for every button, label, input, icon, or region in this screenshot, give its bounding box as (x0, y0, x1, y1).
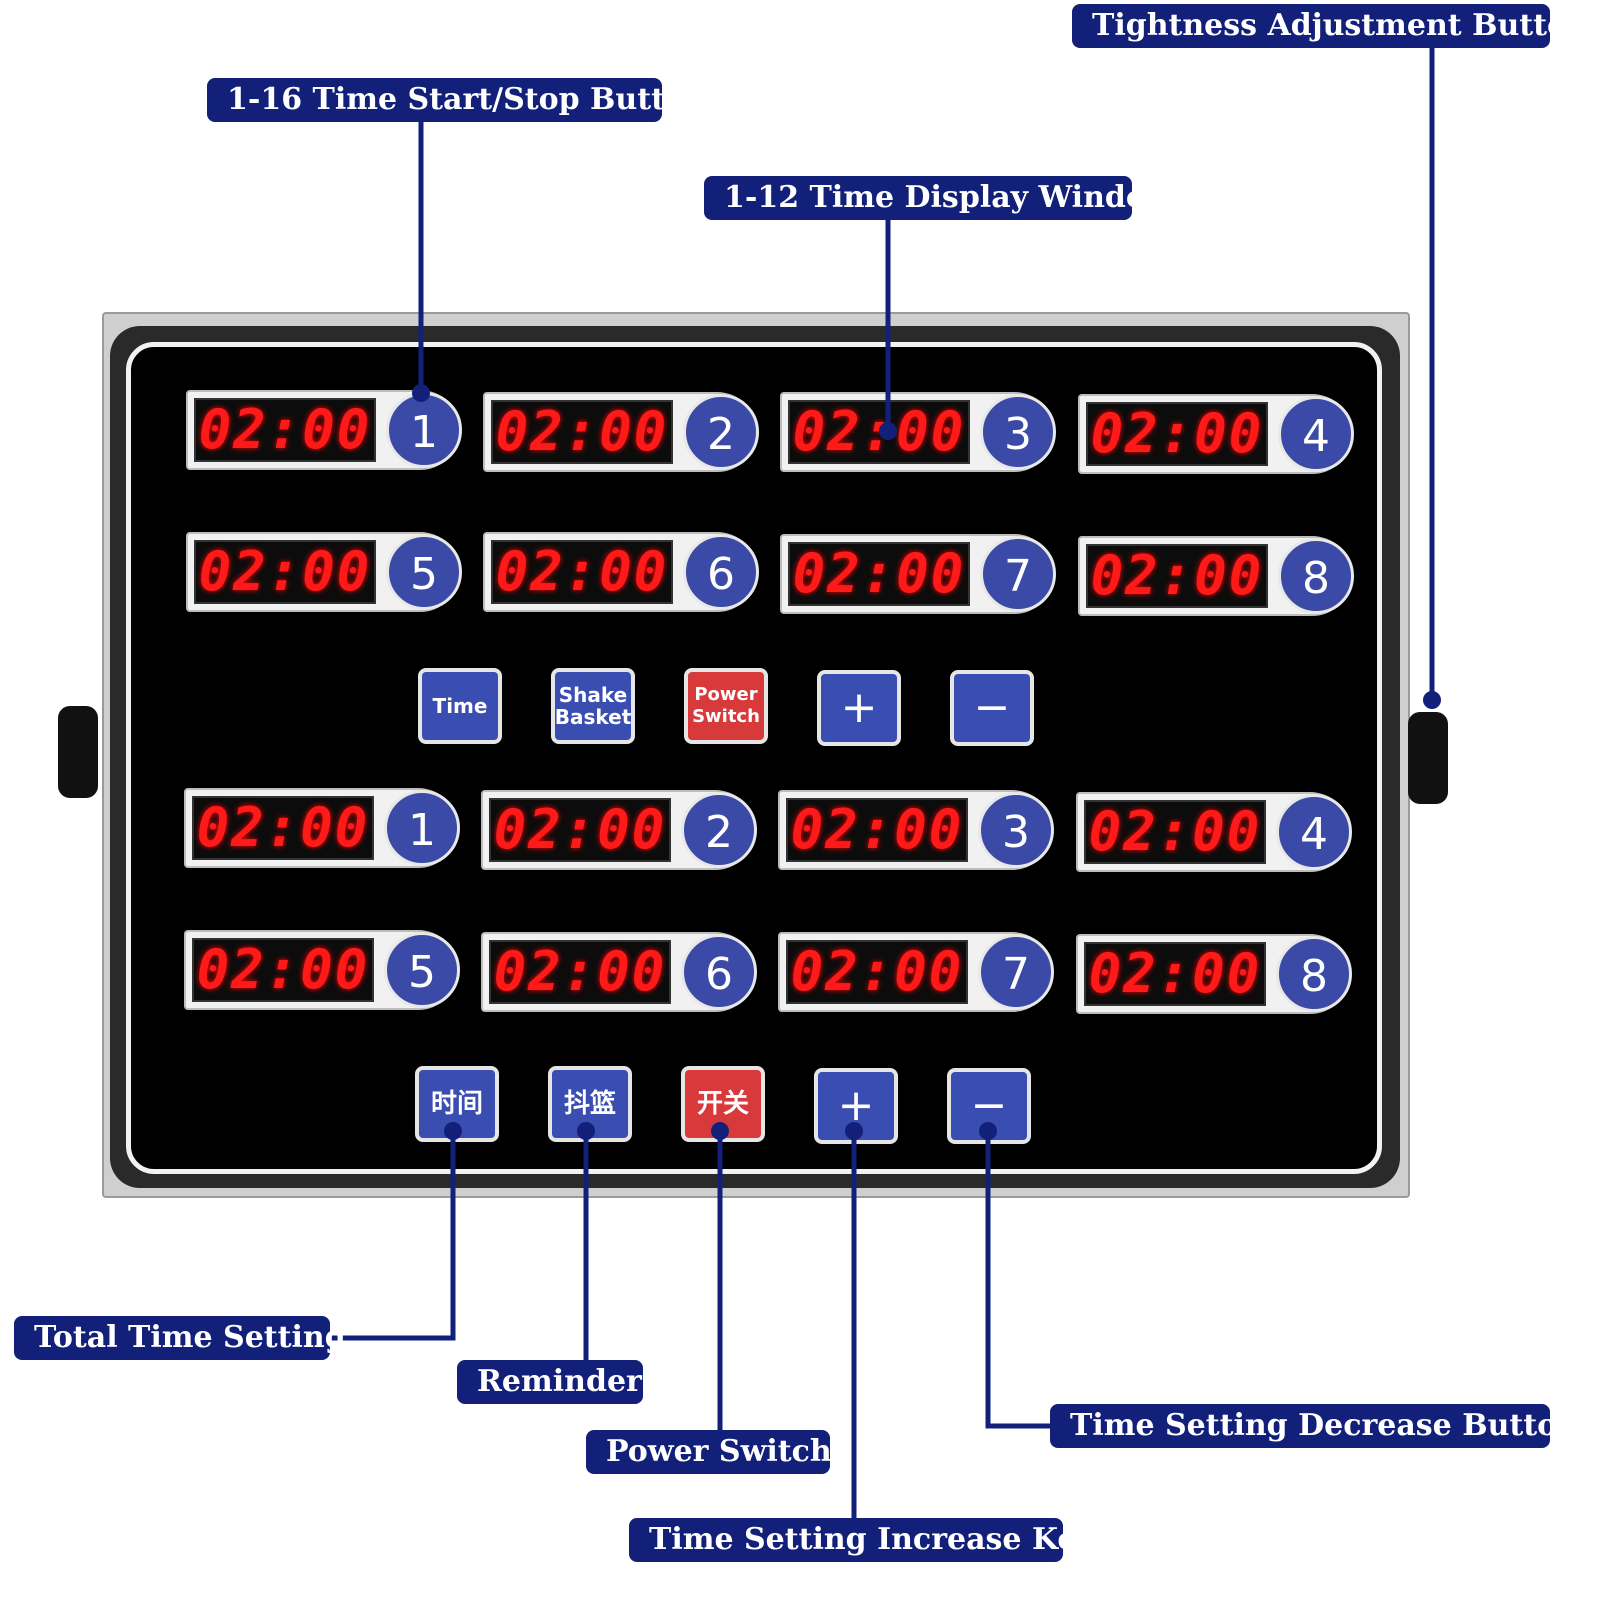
timer-bottom-2[interactable]: 02:00 2 (481, 788, 757, 872)
leader-dot-decrease (979, 1122, 997, 1140)
start-stop-button[interactable]: 6 (683, 534, 759, 610)
time-display: 02:00 (1084, 800, 1266, 864)
time-display: 02:00 (788, 542, 970, 606)
time-display: 02:00 (1086, 544, 1268, 608)
minus-icon: − (973, 682, 1011, 733)
leader-dot-increase (845, 1122, 863, 1140)
time-display: 02:00 (786, 798, 968, 862)
time-display: 02:00 (194, 540, 376, 604)
timer-top-6[interactable]: 02:00 6 (483, 530, 759, 614)
timer-bottom-7[interactable]: 02:00 7 (778, 930, 1054, 1014)
shake-basket-label: Shake Basket (554, 683, 632, 729)
time-button-label: Time (432, 694, 488, 718)
plus-icon: + (840, 682, 878, 733)
callout-total-time: Total Time Setting (14, 1316, 346, 1360)
leader-dot-tightness (1423, 691, 1441, 709)
start-stop-button[interactable]: 4 (1278, 396, 1354, 472)
callout-increase: Time Setting Increase Key (629, 1518, 1094, 1562)
timer-top-4[interactable]: 02:00 4 (1078, 392, 1354, 476)
shake-basket-button[interactable]: Shake Basket (551, 668, 635, 744)
timer-bottom-8[interactable]: 02:00 8 (1076, 932, 1352, 1016)
time-display: 02:00 (1086, 402, 1268, 466)
callout-start-stop: 1-16 Time Start/Stop Button (207, 78, 707, 122)
timer-bottom-4[interactable]: 02:00 4 (1076, 790, 1352, 874)
timer-bottom-5[interactable]: 02:00 5 (184, 928, 460, 1012)
start-stop-button[interactable]: 8 (1278, 538, 1354, 614)
leader-dot-display (879, 422, 897, 440)
start-stop-button[interactable]: 5 (384, 932, 460, 1008)
timer-top-1[interactable]: 02:00 1 (186, 388, 462, 472)
time-display: 02:00 (1084, 942, 1266, 1006)
total-time-label: 时间 (430, 1089, 483, 1119)
callout-tightness: Tightness Adjustment Button (1072, 4, 1589, 48)
timer-top-5[interactable]: 02:00 5 (186, 530, 462, 614)
time-display: 02:00 (491, 540, 673, 604)
power-switch-button[interactable]: Power Switch (684, 668, 768, 744)
callout-display-window: 1-12 Time Display Window (704, 176, 1172, 220)
power-switch-label-cn: 开关 (696, 1089, 749, 1119)
right-tightness-knob[interactable] (1408, 712, 1448, 804)
time-display: 02:00 (192, 796, 374, 860)
minus-button[interactable]: − (950, 670, 1034, 746)
decrease-button[interactable]: − (947, 1068, 1031, 1144)
leader-dot-total-time (444, 1122, 462, 1140)
start-stop-button[interactable]: 3 (980, 394, 1056, 470)
start-stop-button[interactable]: 8 (1276, 936, 1352, 1012)
time-display: 02:00 (786, 940, 968, 1004)
minus-icon: − (970, 1080, 1008, 1131)
start-stop-button[interactable]: 7 (978, 934, 1054, 1010)
start-stop-button[interactable]: 2 (683, 394, 759, 470)
reminder-label: 抖篮 (563, 1089, 616, 1119)
power-switch-label: Power Switch (692, 684, 760, 727)
leader-dot-start-stop (412, 384, 430, 402)
timer-top-3[interactable]: 02:00 3 (780, 390, 1056, 474)
leader-dot-power (711, 1122, 729, 1140)
total-time-button[interactable]: 时间 (415, 1066, 499, 1142)
timer-top-2[interactable]: 02:00 2 (483, 390, 759, 474)
time-display: 02:00 (489, 798, 671, 862)
plus-icon: + (837, 1080, 875, 1131)
start-stop-button[interactable]: 2 (681, 792, 757, 868)
time-display: 02:00 (491, 400, 673, 464)
start-stop-button[interactable]: 7 (980, 536, 1056, 612)
time-display: 02:00 (192, 938, 374, 1002)
start-stop-button[interactable]: 5 (386, 534, 462, 610)
callout-reminder: Reminder (457, 1360, 643, 1404)
timer-bottom-1[interactable]: 02:00 1 (184, 786, 460, 870)
timer-bottom-6[interactable]: 02:00 6 (481, 930, 757, 1014)
time-display: 02:00 (489, 940, 671, 1004)
start-stop-button[interactable]: 3 (978, 792, 1054, 868)
timer-bottom-3[interactable]: 02:00 3 (778, 788, 1054, 872)
timer-top-8[interactable]: 02:00 8 (1078, 534, 1354, 618)
time-display: 02:00 (194, 398, 376, 462)
callout-power-switch: Power Switch (586, 1430, 832, 1474)
start-stop-button[interactable]: 1 (384, 790, 460, 866)
leader-dot-reminder (577, 1122, 595, 1140)
blank-label-area (170, 1052, 378, 1134)
time-button[interactable]: Time (418, 668, 502, 744)
left-tightness-knob[interactable] (58, 706, 98, 798)
start-stop-button[interactable]: 6 (681, 934, 757, 1010)
timer-panel (126, 342, 1382, 1174)
callout-decrease: Time Setting Decrease Button (1050, 1404, 1579, 1448)
plus-button[interactable]: + (817, 670, 901, 746)
start-stop-button[interactable]: 1 (386, 392, 462, 468)
start-stop-button[interactable]: 4 (1276, 794, 1352, 870)
timer-top-7[interactable]: 02:00 7 (780, 532, 1056, 616)
